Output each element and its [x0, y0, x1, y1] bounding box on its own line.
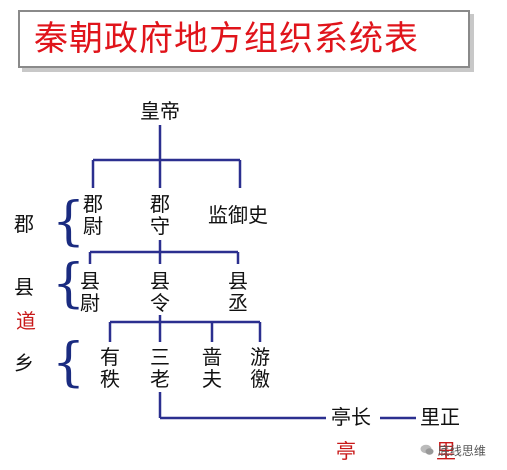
xiang-brace-icon: {	[52, 333, 86, 393]
node-xian-ling: 县令	[150, 269, 170, 315]
node-xian-wei: 县尉	[80, 269, 100, 315]
node-jian-yushi: 监御史	[208, 203, 268, 227]
node-san-lao: 三老	[150, 345, 170, 391]
diagram-title: 秦朝政府地方组织系统表	[34, 19, 419, 59]
chat-bubble-icon	[420, 444, 434, 455]
node-jun-wei: 郡尉	[83, 192, 103, 238]
level-li: 里	[436, 439, 456, 463]
node-xian-cheng: 县丞	[228, 269, 248, 315]
jun-brace-icon: {	[52, 192, 86, 252]
title-box: 秦朝政府地方组织系统表	[18, 10, 470, 68]
watermark-text: 底线思维	[437, 444, 486, 458]
xian-brace-icon: {	[52, 254, 86, 314]
level-ting: 亭	[336, 439, 356, 463]
node-emperor: 皇帝	[140, 99, 180, 123]
node-ting-zhang: 亭长	[331, 405, 371, 429]
node-jun-shou: 郡守	[150, 192, 170, 238]
node-you-jiao: 游徼	[250, 345, 270, 391]
node-li-zheng: 里正	[420, 405, 460, 429]
level-dao: 道	[16, 309, 36, 333]
node-you-zhi: 有秩	[100, 345, 120, 391]
level-jun: 郡	[14, 212, 34, 236]
level-xian: 县	[14, 275, 34, 299]
node-se-fu: 啬夫	[202, 345, 222, 391]
level-xiang: 乡	[14, 351, 34, 375]
watermark: 底线思维	[420, 442, 486, 459]
